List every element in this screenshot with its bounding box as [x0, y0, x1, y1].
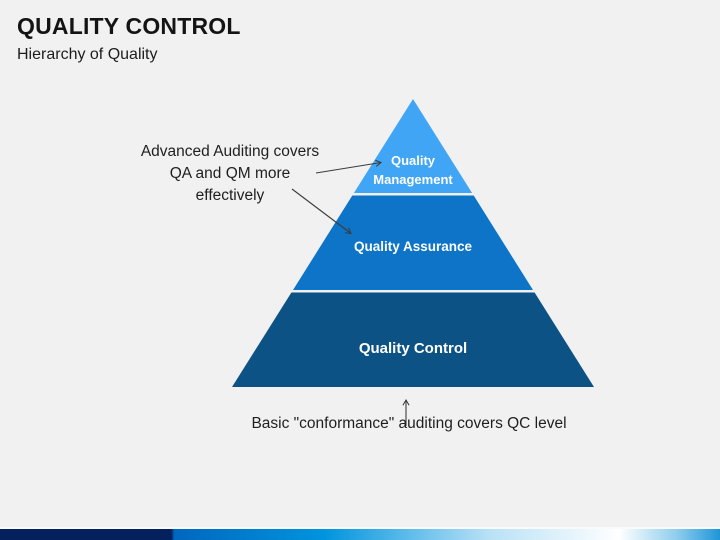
annotation-advanced-auditing: Advanced Auditing covers QA and QM more …: [128, 141, 332, 207]
slide-title: QUALITY CONTROL: [17, 13, 241, 39]
tier-label-quality-control: Quality Control: [358, 340, 468, 357]
arrow-to-quality-management: [315, 159, 383, 174]
footer-separator-line: [0, 527, 720, 529]
tier-label-quality-assurance: Quality Assurance: [353, 239, 473, 254]
pyramid-tier-middle-shape: [293, 195, 533, 290]
annotation-basic-auditing: Basic "conformance" auditing covers QC l…: [251, 415, 567, 432]
slide-subtitle: Hierarchy of Quality: [17, 46, 158, 63]
annotation-advanced-line-1: Advanced Auditing covers: [140, 143, 320, 160]
pyramid-tier-top-shape: [353, 99, 473, 193]
annotation-advanced-line-3: effectively: [195, 187, 265, 204]
arrow-to-quality-assurance: [291, 188, 352, 235]
tier-label-quality-management: Quality Management: [373, 153, 453, 187]
pyramid-tier-bottom-shape: [232, 292, 594, 387]
footer-bar: [0, 529, 720, 540]
annotation-advanced-line-2: QA and QM more: [169, 165, 291, 182]
